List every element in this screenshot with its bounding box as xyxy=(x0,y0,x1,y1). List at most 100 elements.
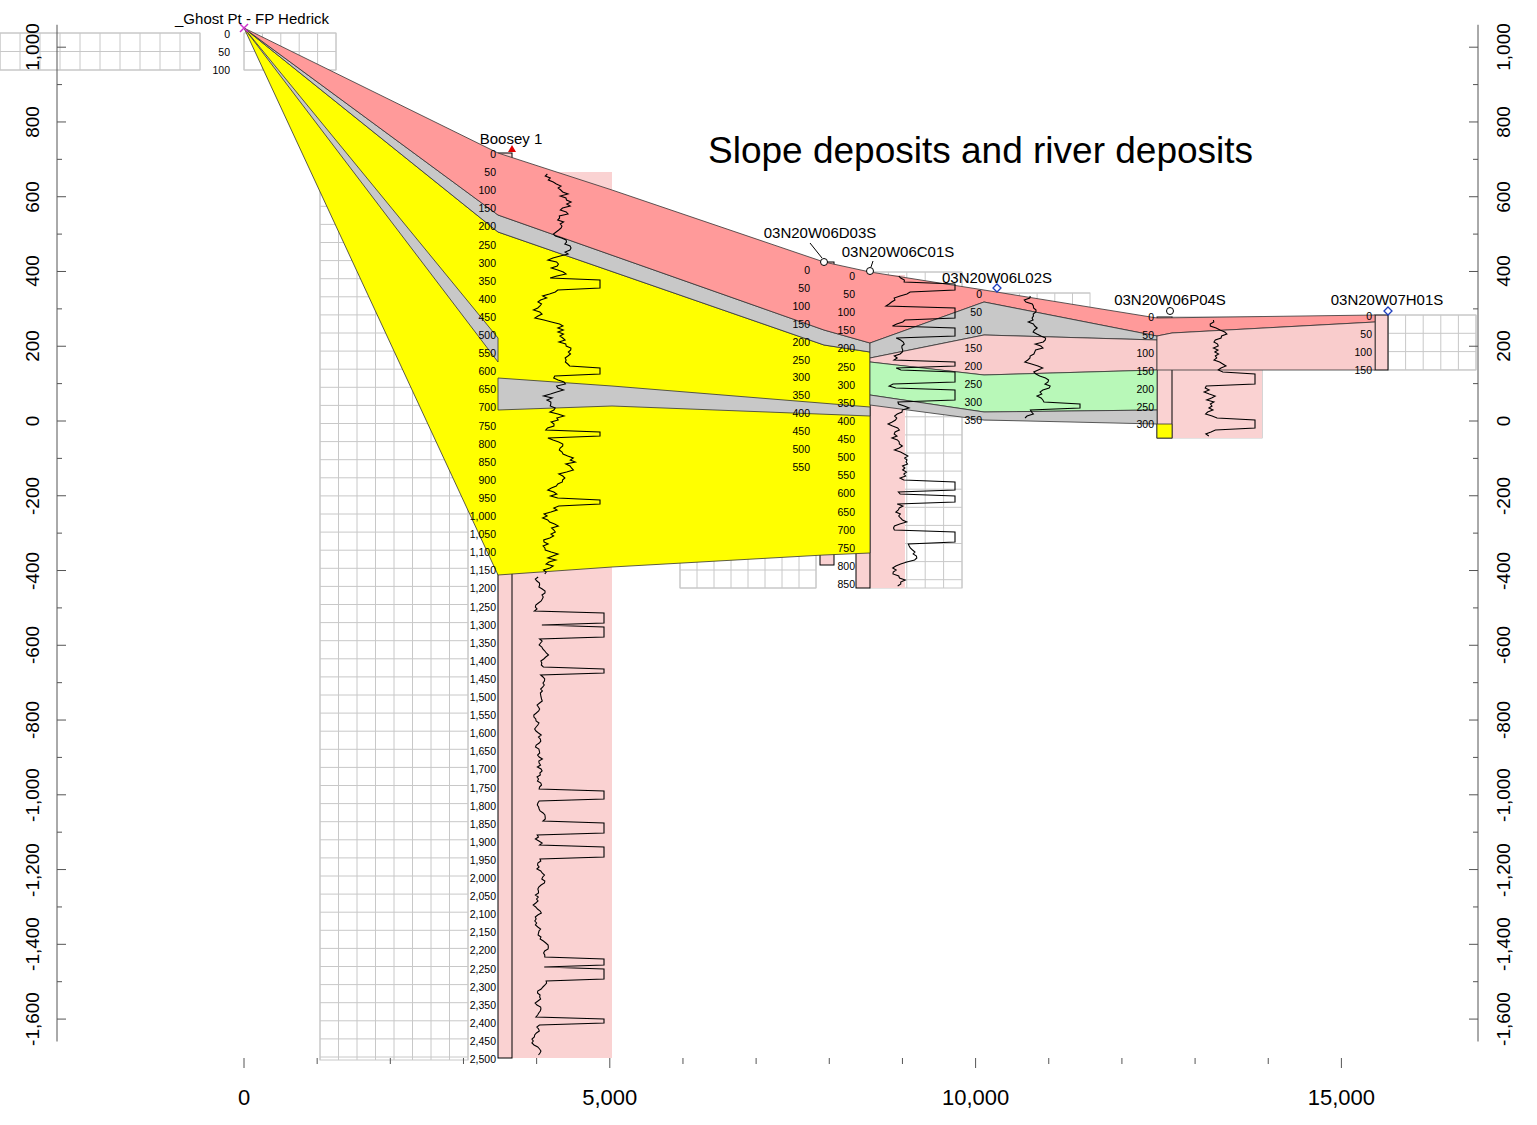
stratum xyxy=(1157,322,1375,370)
depth-tick: 0 xyxy=(224,29,230,40)
well-name: 03N20W06L02S xyxy=(942,270,1052,285)
depth-tick: 400 xyxy=(478,294,496,305)
depth-tick: 150 xyxy=(837,325,855,336)
depth-tick: 2,500 xyxy=(470,1054,496,1065)
depth-tick: 300 xyxy=(792,372,810,383)
stratum xyxy=(1157,424,1172,438)
depth-tick: 650 xyxy=(478,384,496,395)
depth-tick: 700 xyxy=(837,524,855,535)
distance-label: 15,000 xyxy=(1308,1087,1375,1109)
well-marker xyxy=(1167,308,1174,315)
depth-tick: 650 xyxy=(837,506,855,517)
depth-tick: 500 xyxy=(792,444,810,455)
depth-tick: 100 xyxy=(1136,348,1154,359)
elevation-label: 200 xyxy=(23,330,42,362)
depth-tick: 2,200 xyxy=(470,945,496,956)
depth-tick: 150 xyxy=(964,343,982,354)
depth-tick: 50 xyxy=(970,307,982,318)
log-curve xyxy=(1024,296,1080,418)
depth-tick: 1,900 xyxy=(470,837,496,848)
well-marker xyxy=(508,145,516,152)
depth-tick: 0 xyxy=(976,289,982,300)
depth-tick: 450 xyxy=(478,312,496,323)
well-column xyxy=(1375,315,1388,370)
depth-tick: 200 xyxy=(964,361,982,372)
well-marker xyxy=(821,259,828,266)
grid-lines xyxy=(1388,315,1476,370)
log-track xyxy=(1375,315,1388,370)
axes xyxy=(57,25,1478,1068)
depth-tick: 300 xyxy=(837,379,855,390)
depth-tick: 1,300 xyxy=(470,619,496,630)
elevation-label: 600 xyxy=(1494,181,1513,213)
well-marker xyxy=(993,284,1001,292)
elevation-label: -1,400 xyxy=(23,917,42,971)
stratum xyxy=(244,28,1375,343)
depth-tick: 1,400 xyxy=(470,656,496,667)
depth-tick: 950 xyxy=(478,493,496,504)
well-name: 03N20W06P04S xyxy=(1114,292,1226,307)
depth-tick: 150 xyxy=(1354,365,1372,376)
depth-tick: 50 xyxy=(1360,329,1372,340)
depth-tick: 2,350 xyxy=(470,999,496,1010)
depth-tick: 850 xyxy=(837,579,855,590)
depth-tick: 2,400 xyxy=(470,1018,496,1029)
depth-tick: 400 xyxy=(837,416,855,427)
elevation-label: 800 xyxy=(23,106,42,138)
elevation-label: 0 xyxy=(23,416,42,427)
elevation-label: -1,200 xyxy=(23,843,42,897)
depth-tick: 150 xyxy=(478,203,496,214)
strata xyxy=(244,28,1375,575)
depth-tick: 2,300 xyxy=(470,981,496,992)
well-name: 03N20W06C01S xyxy=(842,244,955,259)
elevation-label: 600 xyxy=(23,181,42,213)
elevation-label: -1,600 xyxy=(1494,992,1513,1046)
elevation-label: -1,600 xyxy=(23,992,42,1046)
well-logs xyxy=(532,174,1255,1055)
axis-ticks xyxy=(57,25,1478,1068)
depth-tick: 100 xyxy=(478,185,496,196)
elevation-label: -800 xyxy=(1494,701,1513,739)
depth-tick: 250 xyxy=(478,239,496,250)
log-curve xyxy=(533,174,600,574)
depth-tick: 200 xyxy=(792,336,810,347)
depth-tick: 1,600 xyxy=(470,728,496,739)
depth-tick: 150 xyxy=(1136,365,1154,376)
distance-label: 10,000 xyxy=(942,1087,1009,1109)
depth-tick: 1,350 xyxy=(470,637,496,648)
log-curve xyxy=(1204,320,1255,436)
distance-label: 0 xyxy=(238,1087,250,1109)
leader-line xyxy=(810,243,822,258)
elevation-label: -400 xyxy=(1494,552,1513,590)
depth-tick: 750 xyxy=(837,543,855,554)
elevation-label: -800 xyxy=(23,701,42,739)
depth-tick: 2,100 xyxy=(470,909,496,920)
depth-tick: 2,250 xyxy=(470,963,496,974)
depth-tick: 350 xyxy=(964,415,982,426)
depth-tick: 250 xyxy=(1136,401,1154,412)
depth-tick: 50 xyxy=(798,283,810,294)
depth-tick: 800 xyxy=(478,438,496,449)
depth-tick: 2,150 xyxy=(470,927,496,938)
log-curve xyxy=(532,577,604,1055)
elevation-label: -600 xyxy=(23,626,42,664)
elevation-label: -400 xyxy=(23,552,42,590)
elevation-label: 400 xyxy=(23,256,42,288)
depth-tick: 550 xyxy=(837,470,855,481)
depth-tick: 850 xyxy=(478,456,496,467)
elevation-label: -200 xyxy=(1494,477,1513,515)
depth-tick: 0 xyxy=(490,149,496,160)
depth-tick: 750 xyxy=(478,420,496,431)
depth-tick: 250 xyxy=(964,379,982,390)
elevation-label: 400 xyxy=(1494,256,1513,288)
elevation-label: 800 xyxy=(1494,106,1513,138)
depth-tick: 0 xyxy=(849,271,855,282)
well-name: _Ghost Pt - FP Hedrick xyxy=(175,11,329,26)
depth-tick: 1,100 xyxy=(470,547,496,558)
elevation-label: 0 xyxy=(1494,416,1513,427)
depth-tick: 450 xyxy=(837,434,855,445)
depth-tick: 250 xyxy=(792,354,810,365)
depth-tick: 50 xyxy=(843,289,855,300)
depth-tick: 300 xyxy=(1136,419,1154,430)
